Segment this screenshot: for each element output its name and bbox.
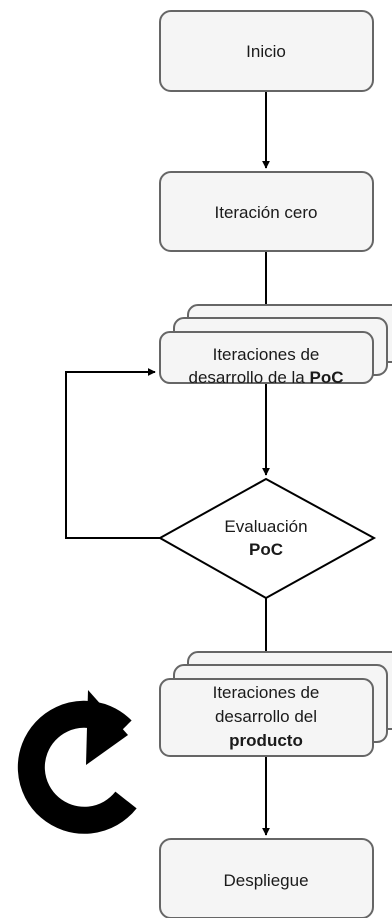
node-iteraciones-poc-line1: Iteraciones de: [213, 345, 320, 364]
node-evaluacion-line2: PoC: [249, 540, 283, 559]
node-inicio: Inicio: [159, 10, 374, 92]
node-despliegue: Despliegue: [159, 838, 374, 918]
node-inicio-label: Inicio: [246, 42, 286, 61]
node-evaluacion-line1: Evaluación: [224, 517, 307, 536]
node-iteracion-cero: Iteración cero: [159, 171, 374, 252]
node-despliegue-label: Despliegue: [223, 871, 308, 890]
edge-evaluacion-loop-back: [65, 368, 160, 539]
node-iteraciones-producto-line3: producto: [229, 731, 303, 750]
node-iteraciones-poc-line2: desarrollo de la PoC: [189, 368, 344, 387]
rotate-clockwise-icon: [17, 690, 137, 834]
node-evaluacion-poc: Evaluación PoC: [157, 477, 377, 600]
node-iteraciones-producto: Iteraciones de desarrollo del producto: [159, 651, 392, 757]
node-iteraciones-producto-line2: desarrollo del: [215, 707, 317, 726]
node-iteracion-cero-label: Iteración cero: [215, 203, 318, 222]
node-iteraciones-producto-line1: Iteraciones de: [213, 683, 320, 702]
node-iteraciones-poc: Iteraciones de desarrollo de la PoC: [159, 304, 392, 387]
